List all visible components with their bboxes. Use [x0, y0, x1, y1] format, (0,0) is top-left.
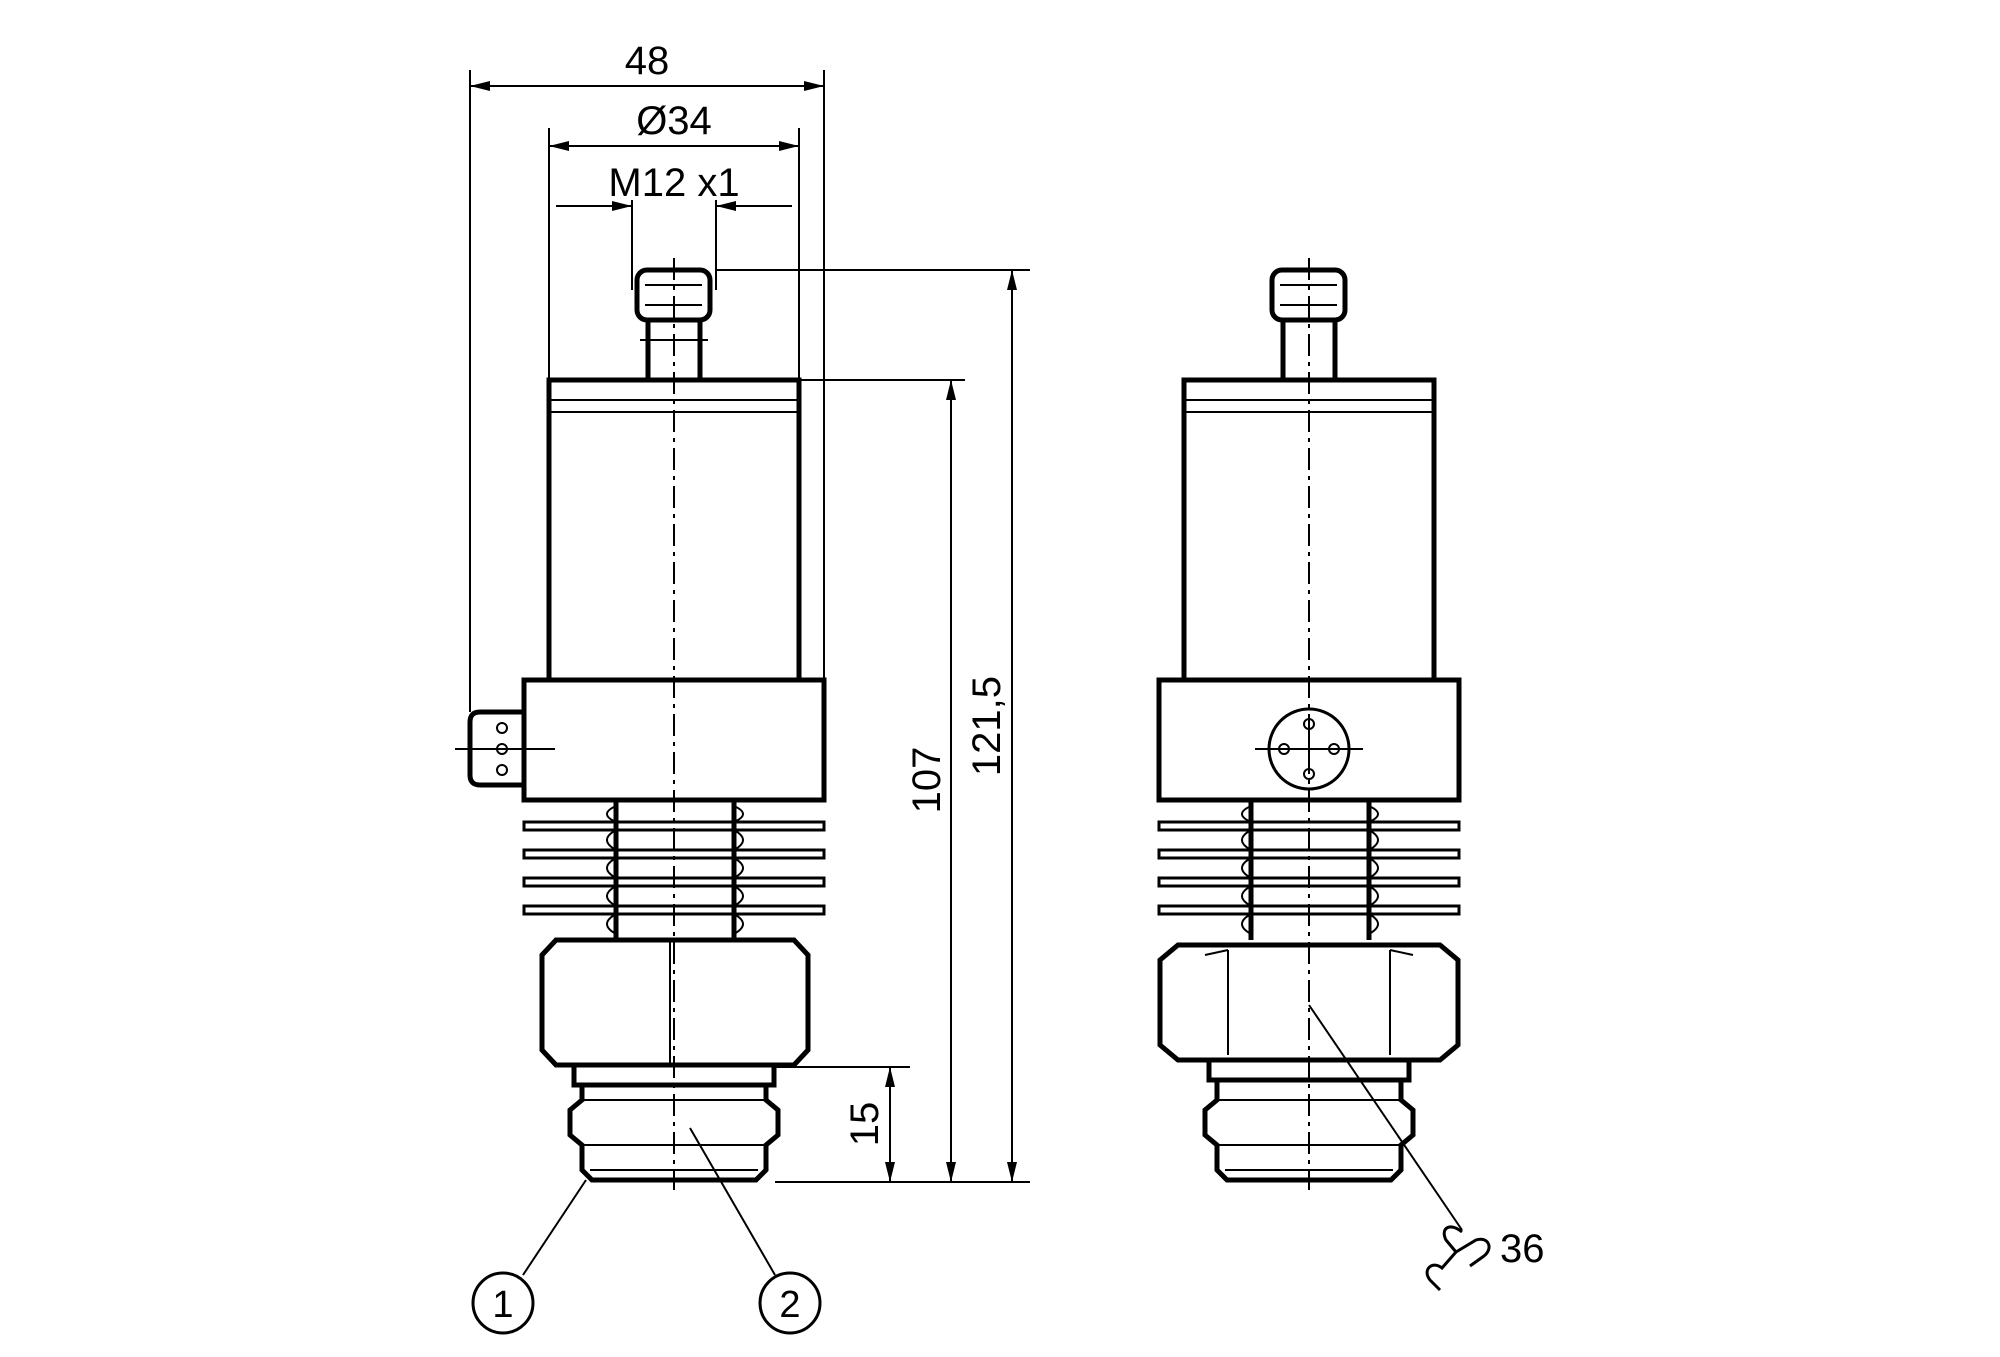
- dimension-height-to-housing: 107: [905, 747, 949, 814]
- hex-nut-front: [1157, 942, 1461, 1063]
- dimension-housing-diameter: Ø34: [636, 99, 712, 143]
- dimension-lines: [469, 70, 1030, 1183]
- callout-2-label: 2: [779, 1284, 800, 1326]
- side-connector: [455, 709, 555, 788]
- callout-1: 1: [471, 1271, 535, 1335]
- dimension-connector-thread: M12 x1: [608, 161, 739, 205]
- callout-leaders: [522, 1004, 1463, 1276]
- front-view: [1156, 258, 1462, 1190]
- dimension-overall-width: 48: [625, 39, 670, 83]
- dimension-thread-length: 15: [843, 1102, 887, 1147]
- callout-1-label: 1: [492, 1284, 513, 1326]
- hex-nut: [539, 937, 811, 1068]
- wrench-icon: [1425, 1225, 1491, 1292]
- dimension-wrench-size: 36: [1500, 1227, 1545, 1271]
- callout-2: 2: [758, 1271, 822, 1335]
- dimension-total-height: 121,5: [965, 676, 1009, 776]
- side-view: [455, 258, 827, 1190]
